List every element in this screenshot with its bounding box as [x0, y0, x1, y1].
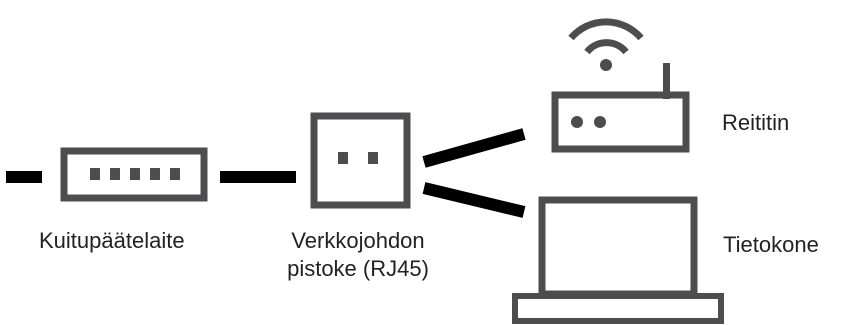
cable-in	[6, 171, 42, 183]
cable-socket-to-computer	[422, 182, 526, 218]
wifi-icon	[568, 18, 644, 71]
label-router: Reititin	[722, 110, 790, 135]
label-socket-line2: pistoke (RJ45)	[287, 256, 429, 281]
fiber-terminal-icon	[60, 147, 208, 202]
rj45-socket-icon	[310, 112, 411, 209]
label-fiber-terminal: Kuitupäätelaite	[39, 228, 185, 253]
cable-ont-to-socket	[220, 171, 296, 183]
router-icon	[551, 63, 690, 153]
label-computer: Tietokone	[723, 232, 819, 257]
label-socket-line1: Verkkojohdon	[291, 228, 425, 253]
laptop-icon	[512, 196, 724, 324]
cable-socket-to-router	[422, 128, 526, 168]
